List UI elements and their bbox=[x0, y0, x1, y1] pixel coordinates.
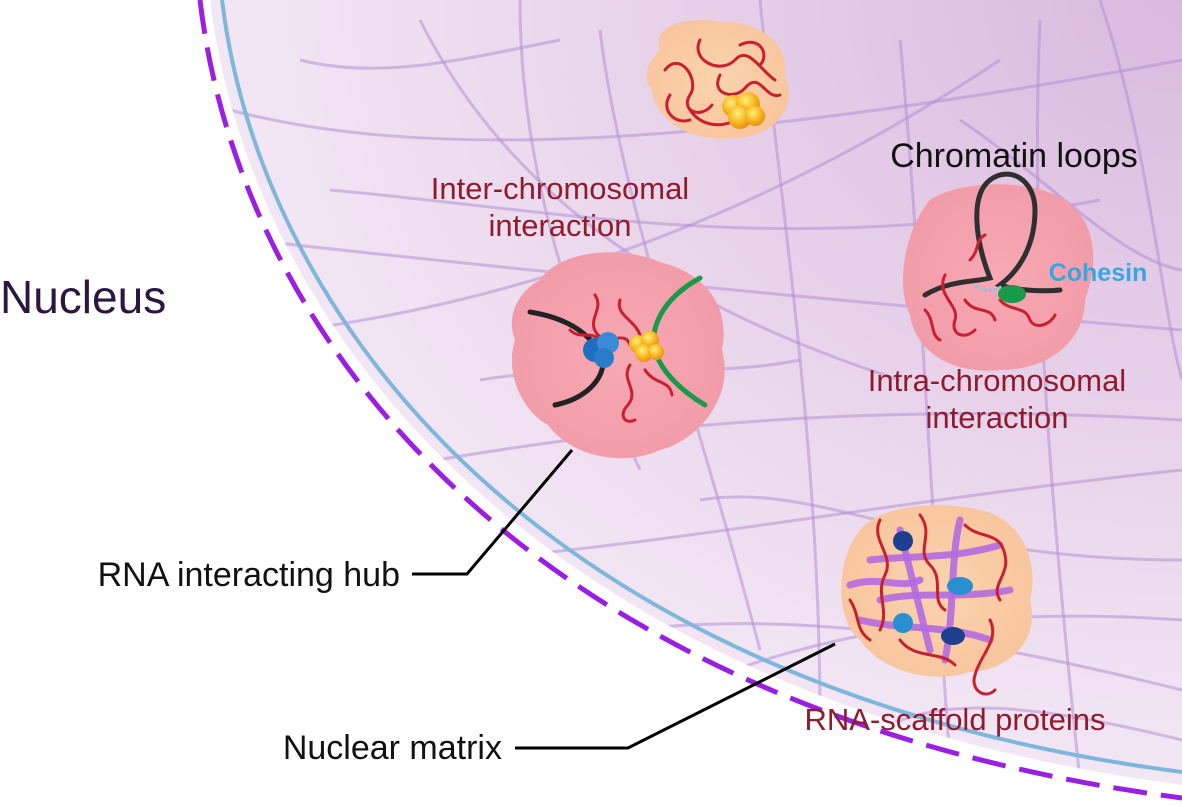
cohesin-label: Cohesin bbox=[1049, 259, 1148, 287]
nucleus-label: Nucleus bbox=[0, 271, 166, 323]
rna-scaffold-proteins-label: RNA-scaffold proteins bbox=[805, 702, 1106, 737]
inter-chromosomal-label-line2: interaction bbox=[488, 208, 631, 243]
intra-chromosomal-hub bbox=[902, 171, 1094, 371]
intra-chromosomal-label-line1: Intra-chromosomal bbox=[868, 363, 1126, 398]
leader-lines bbox=[412, 449, 836, 750]
nuclear-envelope bbox=[197, 0, 1182, 801]
nuclear-matrix-label: Nuclear matrix bbox=[283, 729, 502, 767]
hub-leader-line bbox=[412, 449, 574, 576]
inter-chromosomal-hub bbox=[511, 252, 725, 459]
chromatin-loops-label: Chromatin loops bbox=[890, 137, 1138, 175]
intra-chromosomal-label-line2: interaction bbox=[925, 400, 1068, 435]
rna-interacting-hub-label: RNA interacting hub bbox=[98, 556, 400, 594]
top-rna-hub bbox=[646, 19, 789, 139]
matrix-leader-line bbox=[515, 642, 836, 750]
inter-chromosomal-label-line1: Inter-chromosomal bbox=[431, 171, 689, 206]
rna-scaffold-hub bbox=[841, 505, 1033, 696]
